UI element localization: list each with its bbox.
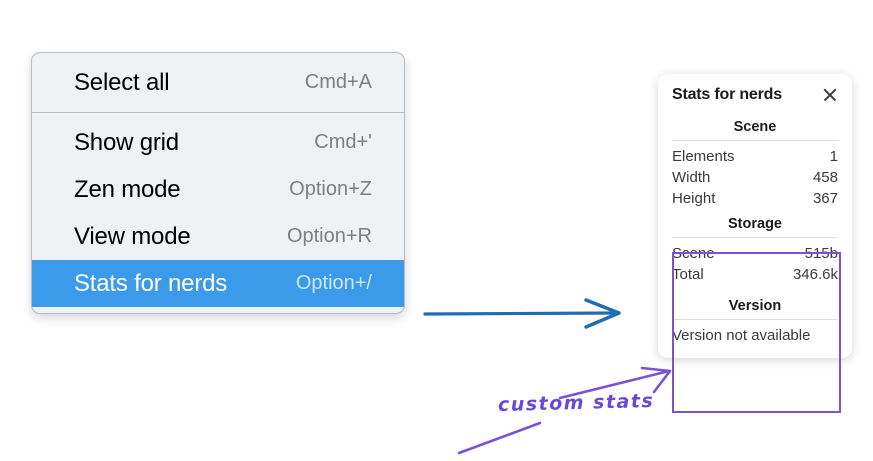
menu-item-stats-for-nerds[interactable]: Stats for nerds Option+/ (32, 260, 404, 307)
stats-section-scene: Scene Elements 1 Width 458 Height 367 (672, 118, 838, 209)
stat-row-total-storage: Total 346.6k (672, 264, 838, 285)
stats-panel-title: Stats for nerds (672, 86, 782, 103)
menu-item-label: Select all (74, 68, 170, 96)
menu-item-show-grid[interactable]: Show grid Cmd+' (32, 119, 404, 166)
menu-item-select-all[interactable]: Select all Cmd+A (32, 59, 404, 106)
purple-underline-stroke (457, 421, 542, 455)
stat-key: Elements (672, 148, 735, 165)
stats-for-nerds-panel: Stats for nerds Scene Elements 1 Width 4… (658, 74, 852, 358)
section-divider (672, 319, 838, 320)
stats-section-version: Version Version not available (672, 297, 838, 344)
stat-key: Width (672, 169, 711, 186)
stat-row-elements: Elements 1 (672, 146, 838, 167)
menu-item-shortcut: Option+Z (289, 178, 372, 200)
menu-item-label: Stats for nerds (74, 269, 228, 297)
stat-value: 1 (829, 148, 838, 165)
stat-key: Total (672, 266, 704, 283)
custom-stats-annotation-label: custom stats (497, 389, 655, 417)
menu-item-zen-mode[interactable]: Zen mode Option+Z (32, 166, 404, 213)
section-title-storage: Storage (728, 216, 782, 232)
blue-arrow-annotation (423, 298, 621, 329)
close-icon[interactable] (822, 87, 838, 103)
stat-value: 367 (812, 190, 838, 207)
stat-value: 458 (812, 169, 838, 186)
menu-item-shortcut: Cmd+' (314, 131, 372, 153)
stat-value: 346.6k (792, 266, 838, 283)
section-divider (672, 237, 838, 238)
menu-item-label: Zen mode (74, 175, 181, 203)
version-note: Version not available (672, 327, 811, 344)
menu-item-label: Show grid (74, 128, 179, 156)
stat-value: 515b (804, 245, 838, 262)
menu-item-view-mode[interactable]: View mode Option+R (32, 213, 404, 260)
stat-key: Height (672, 190, 716, 207)
menu-group-1: Select all Cmd+A (32, 53, 404, 112)
stat-row-height: Height 367 (672, 188, 838, 209)
stat-row-width: Width 458 (672, 167, 838, 188)
section-title-scene: Scene (733, 119, 777, 135)
menu-item-label: View mode (74, 222, 191, 250)
menu-group-2: Show grid Cmd+' Zen mode Option+Z View m… (32, 112, 404, 313)
menu-item-shortcut: Cmd+A (304, 71, 372, 93)
stat-row-scene-storage: Scene 515b (672, 243, 838, 264)
canvas-context-menu[interactable]: Select all Cmd+A Show grid Cmd+' Zen mod… (31, 52, 405, 314)
stat-key: Scene (672, 245, 715, 262)
stats-section-storage: Storage Scene 515b Total 346.6k (672, 215, 838, 285)
menu-item-shortcut: Option+R (286, 225, 372, 247)
stats-panel-header: Stats for nerds (672, 86, 838, 104)
section-divider (672, 140, 838, 141)
section-title-version: Version (728, 298, 782, 314)
menu-item-shortcut: Option+/ (295, 272, 372, 294)
